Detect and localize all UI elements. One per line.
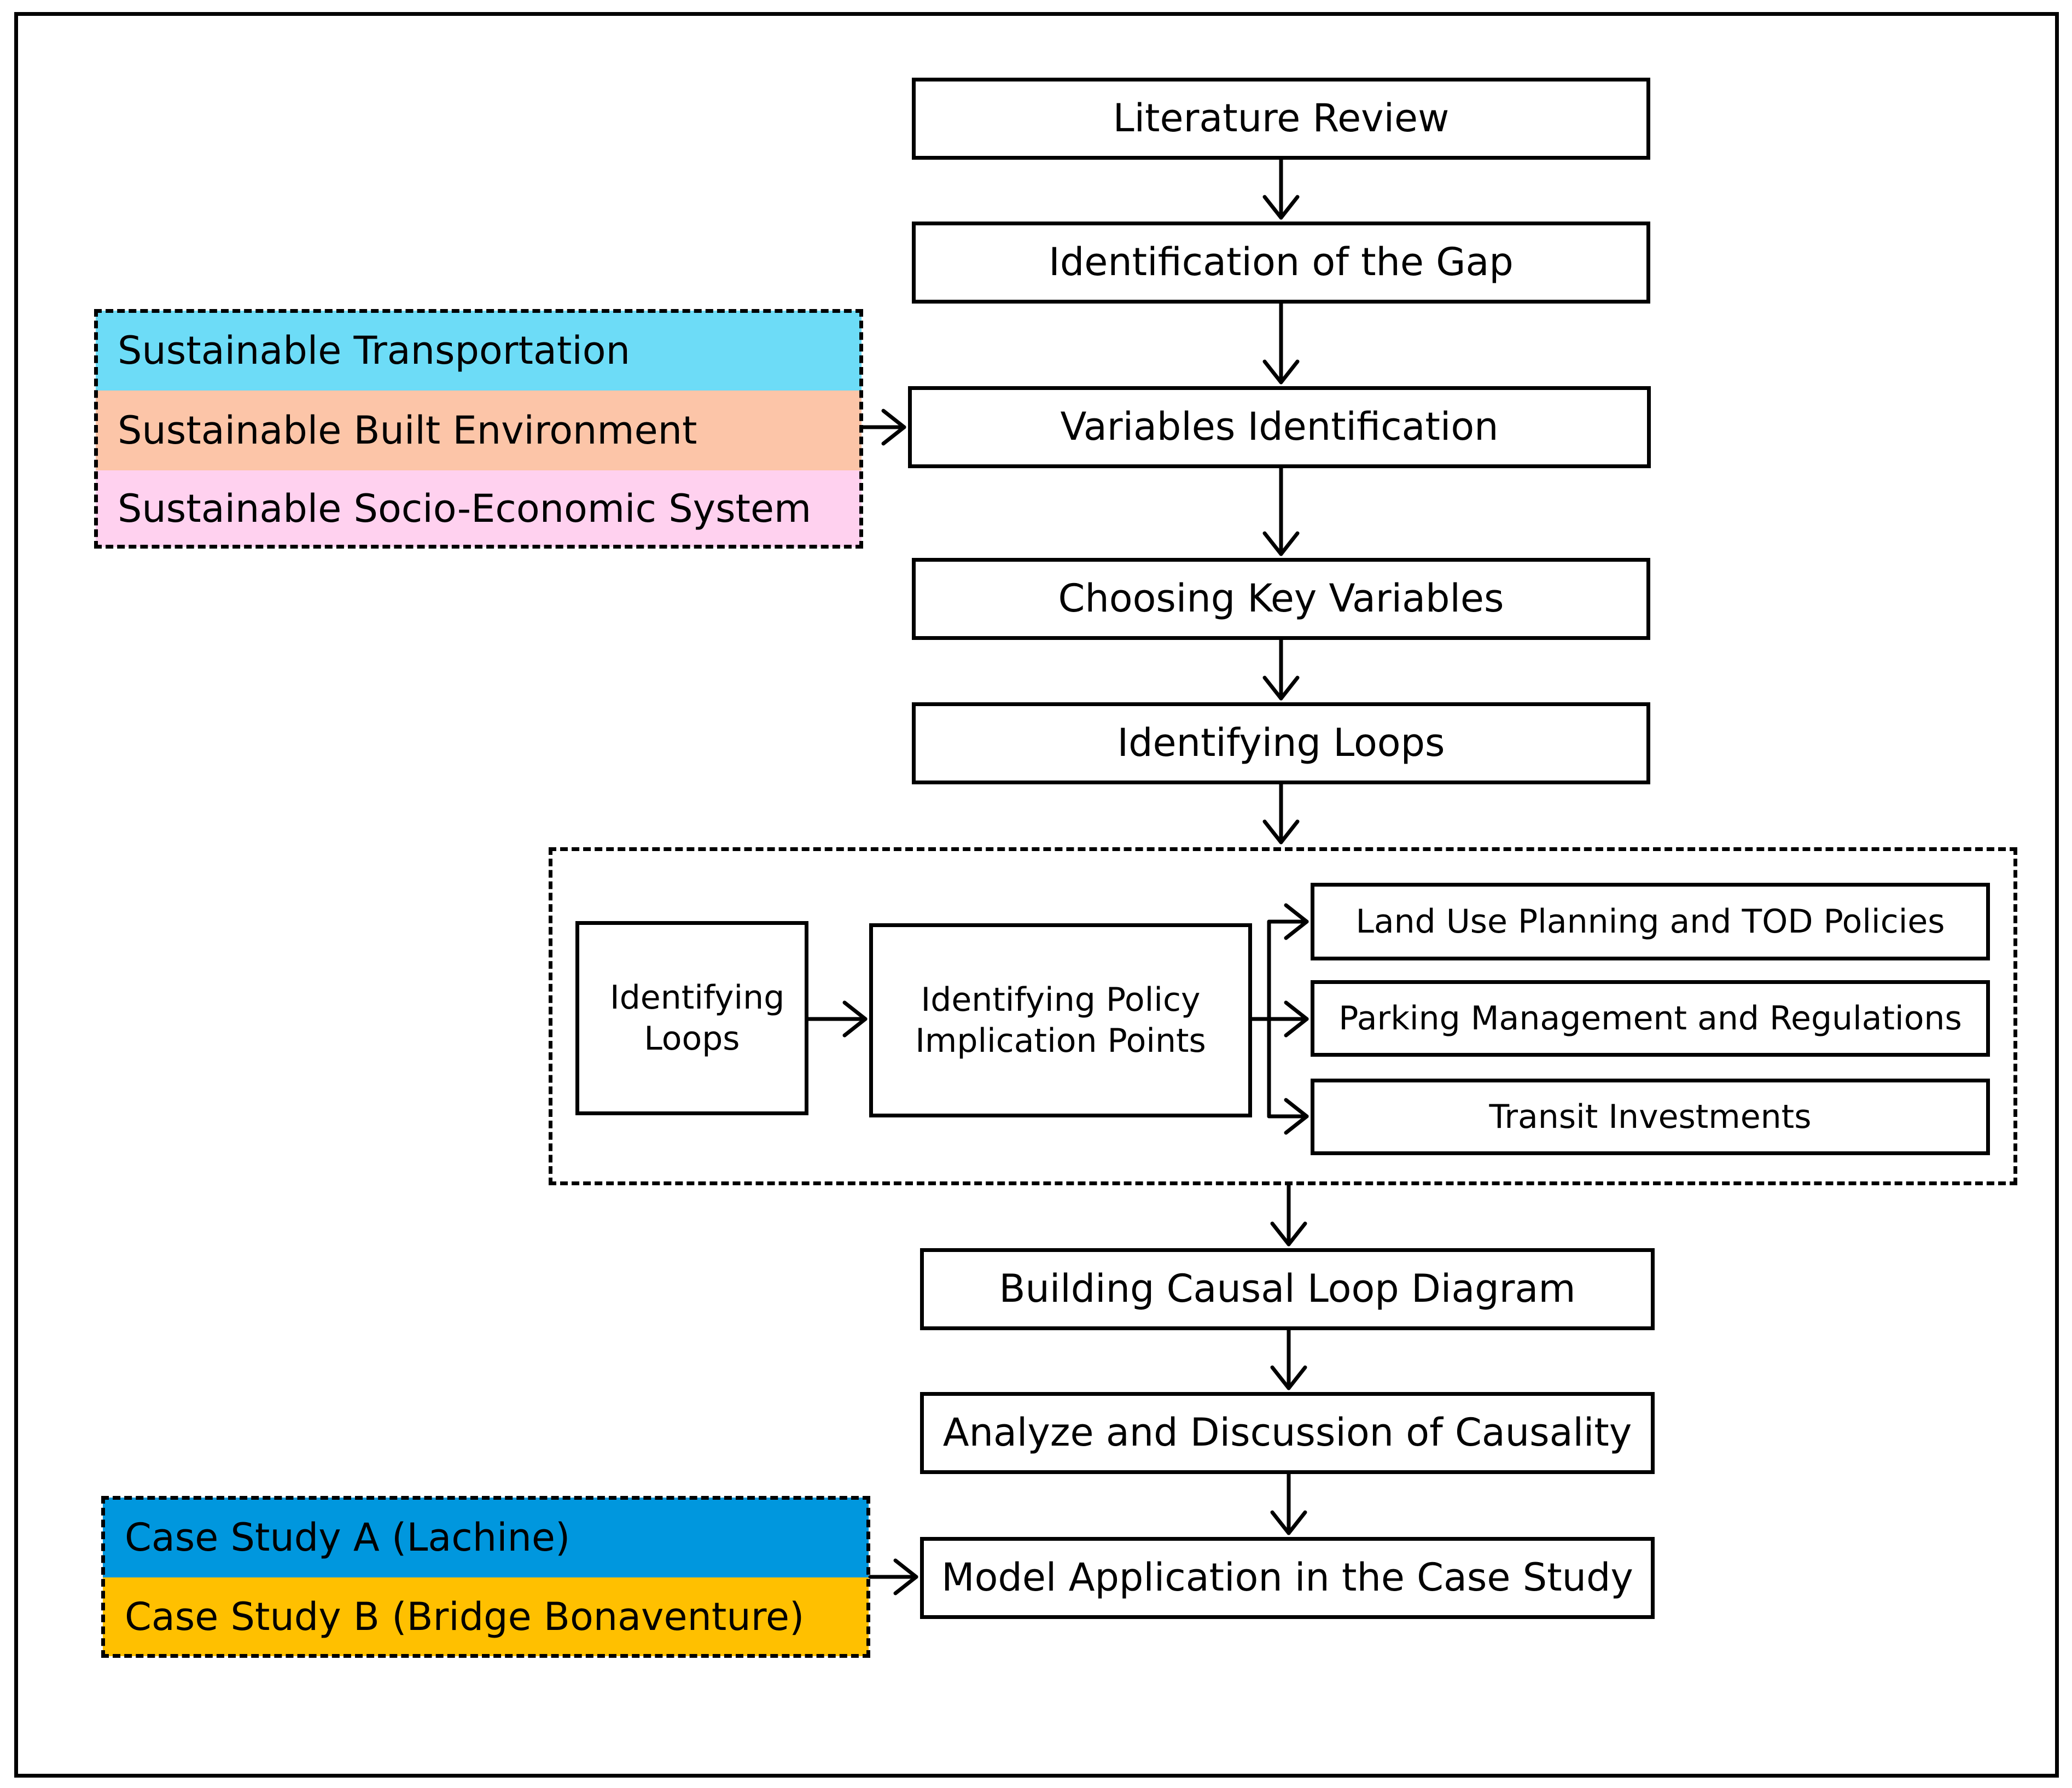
arrowhead: [893, 1558, 918, 1595]
band-sustainable-socio-economic: Sustainable Socio-Economic System: [96, 470, 862, 547]
arrowhead: [1270, 1221, 1307, 1247]
step-model-application: Model Application in the Case Study: [920, 1537, 1655, 1619]
arrowhead: [881, 409, 906, 446]
arrowhead: [1270, 1365, 1307, 1390]
band-label: Case Study B (Bridge Bonaventure): [125, 1594, 805, 1639]
step-variables-identification: Variables Identification: [908, 386, 1651, 468]
arrowhead: [1262, 531, 1300, 556]
band-sustainable-built-environment: Sustainable Built Environment: [96, 391, 862, 470]
band-case-study-a: Case Study A (Lachine): [103, 1498, 869, 1577]
band-label: Sustainable Socio-Economic System: [118, 486, 812, 531]
band-label: Sustainable Transportation: [118, 328, 630, 373]
arrowhead: [1262, 675, 1300, 701]
sustainability-group-border: [94, 309, 863, 549]
sub-identifying-loops: Identifying Loops: [575, 921, 808, 1115]
policy-subprocess-container: [549, 847, 2017, 1185]
arrowhead: [842, 1000, 868, 1038]
arrowhead: [1284, 903, 1309, 940]
step-identification-of-gap: Identification of the Gap: [912, 222, 1650, 304]
arrowhead: [1284, 1098, 1309, 1135]
sub-identifying-loops-label: Identifying Loops: [610, 978, 785, 1058]
arrowhead: [1262, 195, 1300, 220]
band-case-study-b: Case Study B (Bridge Bonaventure): [103, 1577, 869, 1656]
step-analyze-discussion-causality: Analyze and Discussion of Causality: [920, 1392, 1655, 1474]
step-building-causal-loop-diagram: Building Causal Loop Diagram: [920, 1248, 1655, 1330]
arrowhead: [1284, 1000, 1309, 1038]
band-label: Sustainable Built Environment: [118, 408, 697, 453]
outcome-land-use-tod: Land Use Planning and TOD Policies: [1311, 883, 1990, 960]
step-literature-review: Literature Review: [912, 78, 1650, 160]
outcome-parking-management: Parking Management and Regulations: [1311, 980, 1990, 1057]
band-label: Case Study A (Lachine): [125, 1515, 571, 1560]
sub-identifying-policy-points-label: Identifying Policy Implication Points: [915, 980, 1206, 1060]
outcome-transit-investments: Transit Investments: [1311, 1079, 1990, 1155]
arrowhead: [1262, 359, 1300, 385]
band-sustainable-transportation: Sustainable Transportation: [96, 311, 862, 391]
arrowhead: [1262, 819, 1300, 845]
arrowhead: [1270, 1510, 1307, 1535]
sub-identifying-policy-points: Identifying Policy Implication Points: [869, 923, 1252, 1117]
